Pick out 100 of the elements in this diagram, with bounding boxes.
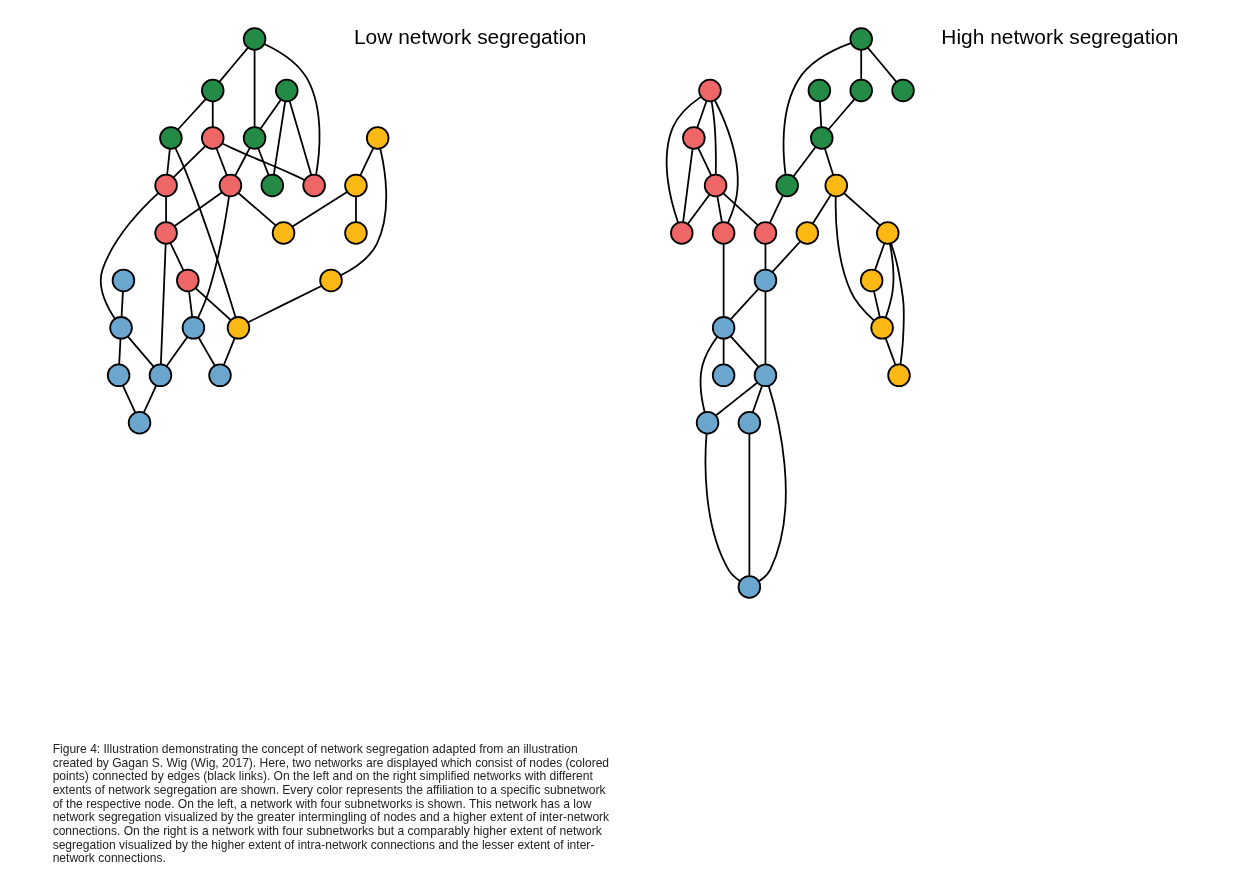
node-circle <box>848 78 873 103</box>
node-circle <box>242 126 266 150</box>
node-circle <box>848 27 873 51</box>
connector <box>291 191 348 228</box>
connector <box>713 99 739 224</box>
connector <box>218 46 249 83</box>
node-circle <box>175 268 200 293</box>
connector <box>873 242 885 271</box>
connector <box>771 240 801 273</box>
node-circle <box>869 316 894 340</box>
node-circle <box>774 173 799 198</box>
node-circle <box>859 268 883 293</box>
connector <box>768 194 784 224</box>
connector <box>194 287 232 321</box>
node-circle <box>226 316 250 340</box>
connector <box>272 100 286 176</box>
node-circle <box>218 173 242 198</box>
connector <box>233 146 251 177</box>
connector <box>866 46 897 83</box>
connector <box>827 98 855 131</box>
node-circle <box>148 363 172 388</box>
connector <box>884 337 896 366</box>
node-circle <box>181 316 205 340</box>
connector <box>259 98 282 130</box>
connector <box>729 288 759 321</box>
connector <box>722 192 758 226</box>
connector <box>889 242 905 366</box>
node-circle <box>737 575 761 599</box>
connector <box>142 384 157 414</box>
node-circle <box>343 221 368 245</box>
connector <box>117 337 121 366</box>
connector <box>818 100 822 128</box>
connector <box>246 285 322 324</box>
node-circle <box>809 126 834 150</box>
connector <box>722 243 724 318</box>
node-circle <box>271 221 295 245</box>
connector <box>197 336 216 367</box>
node-circle <box>681 126 706 150</box>
connector <box>220 142 305 181</box>
node-circle <box>886 363 911 388</box>
connector <box>121 384 136 414</box>
connector <box>222 337 236 366</box>
connector <box>823 147 834 176</box>
connector <box>174 147 236 319</box>
connector <box>187 290 193 318</box>
node-circle <box>669 221 694 245</box>
connector <box>256 147 269 177</box>
node-circle <box>111 268 135 293</box>
connector <box>722 337 724 366</box>
connector <box>165 148 171 176</box>
connector <box>211 100 214 128</box>
label: High network segregation <box>940 25 1178 49</box>
node-circle <box>890 78 915 103</box>
connector <box>159 243 167 365</box>
connector <box>729 335 759 368</box>
node-circle <box>153 173 178 198</box>
connector <box>126 335 154 368</box>
node-circle <box>711 221 735 245</box>
connector <box>751 384 763 414</box>
connector <box>681 147 693 223</box>
connector <box>748 432 750 577</box>
connector <box>262 43 320 176</box>
connector <box>714 381 758 417</box>
node-circle <box>875 221 899 245</box>
node-circle <box>807 78 831 103</box>
node-circle <box>242 27 266 51</box>
connector <box>253 49 255 128</box>
node-circle <box>711 363 735 388</box>
connector <box>173 191 223 227</box>
connector <box>811 194 832 225</box>
node-circle <box>753 268 777 293</box>
connector <box>710 100 717 176</box>
connector <box>164 195 167 223</box>
connector <box>339 147 387 277</box>
connector <box>99 192 159 320</box>
node-circle <box>274 78 298 103</box>
connector <box>215 147 228 177</box>
connector <box>695 100 707 129</box>
connector <box>165 336 188 368</box>
connector <box>176 98 207 131</box>
node-circle <box>695 411 719 435</box>
node-circle <box>703 173 727 198</box>
connector <box>699 336 718 414</box>
node-circle <box>365 126 389 150</box>
node-circle <box>158 126 183 150</box>
connector <box>715 195 723 224</box>
node-circle <box>153 221 178 245</box>
connector <box>792 146 816 178</box>
connector <box>172 145 206 179</box>
connector <box>120 290 124 318</box>
connector <box>288 100 312 176</box>
connector <box>764 290 766 366</box>
node-circle <box>200 78 224 103</box>
connector <box>169 242 184 272</box>
connector <box>842 192 881 226</box>
node-circle <box>753 363 777 388</box>
connector <box>704 432 741 582</box>
connector <box>236 192 277 227</box>
node-circle <box>200 126 224 150</box>
connector <box>358 147 374 177</box>
